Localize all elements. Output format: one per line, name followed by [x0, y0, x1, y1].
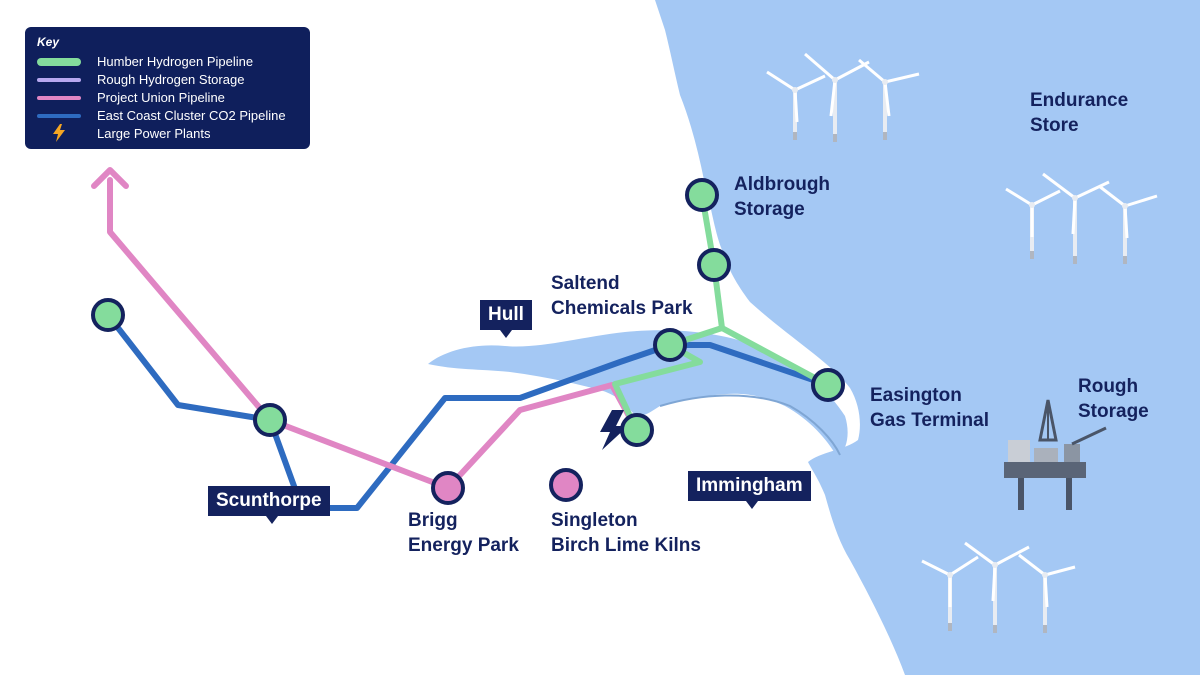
node-power-plant [620, 413, 654, 447]
key-row-humber-hydrogen: Humber Hydrogen Pipeline [37, 53, 307, 71]
label-aldbrough-storage: Aldbrough Storage [734, 174, 831, 220]
key-label: East Coast Cluster CO2 Pipeline [97, 108, 286, 123]
tag-scunthorpe: Scunthorpe [208, 486, 330, 524]
tag-immingham: Immingham [688, 471, 811, 509]
rough-storage-platform-icon [1004, 399, 1107, 510]
north-sea [655, 0, 1200, 675]
key-title: Key [37, 35, 60, 49]
label-endurance-store: Endurance Store [1030, 90, 1129, 136]
wind-farm-east [1005, 172, 1158, 264]
key-swatch-project-union [37, 96, 81, 100]
label-rough-storage: Rough Storage [1078, 376, 1149, 422]
key-label: Humber Hydrogen Pipeline [97, 54, 254, 69]
key-swatch-humber-hydrogen [37, 58, 81, 66]
key-row-project-union: Project Union Pipeline [37, 89, 307, 107]
lightning-bolt-icon [53, 124, 65, 142]
node-singleton [549, 468, 583, 502]
node-mid-north [697, 248, 731, 282]
humber-hydrogen-pipeline-branch [612, 325, 725, 430]
key-swatch-rough-hydrogen [37, 78, 81, 82]
tag-hull: Hull [480, 300, 532, 338]
key-row-rough-hydrogen: Rough Hydrogen Storage [37, 71, 307, 89]
estuary-shoreline [659, 394, 841, 456]
nodes [91, 178, 845, 505]
node-saltend [653, 328, 687, 362]
key-swatch-co2-pipeline [37, 114, 81, 118]
label-brigg-energy-park: Brigg Energy Park [408, 510, 519, 556]
node-west [91, 298, 125, 332]
key-row-power-plants: Large Power Plants [37, 124, 307, 143]
key-label: Rough Hydrogen Storage [97, 72, 245, 87]
label-saltend-chemicals-park: Saltend Chemicals Park [551, 273, 693, 319]
node-scunthorpe [253, 403, 287, 437]
wind-farm-south [921, 541, 1076, 633]
key-label: Project Union Pipeline [97, 90, 225, 105]
node-aldbrough [685, 178, 719, 212]
project-union-arrowhead [91, 167, 129, 189]
humber-hydrogen-pipeline [699, 192, 831, 388]
wind-farm-north [766, 52, 920, 142]
humber-estuary [428, 330, 848, 458]
label-singleton-birch-lime-kilns: Singleton Birch Lime Kilns [551, 510, 701, 556]
node-easington [811, 368, 845, 402]
key-label: Large Power Plants [97, 126, 211, 141]
label-easington-gas-terminal: Easington Gas Terminal [870, 385, 989, 431]
map-key: Key Humber Hydrogen Pipeline Rough Hydro… [25, 27, 310, 149]
key-row-co2-pipeline: East Coast Cluster CO2 Pipeline [37, 107, 307, 125]
node-brigg [431, 471, 465, 505]
project-union-pipeline [107, 177, 638, 491]
power-plant-bolt-icon [600, 410, 628, 450]
